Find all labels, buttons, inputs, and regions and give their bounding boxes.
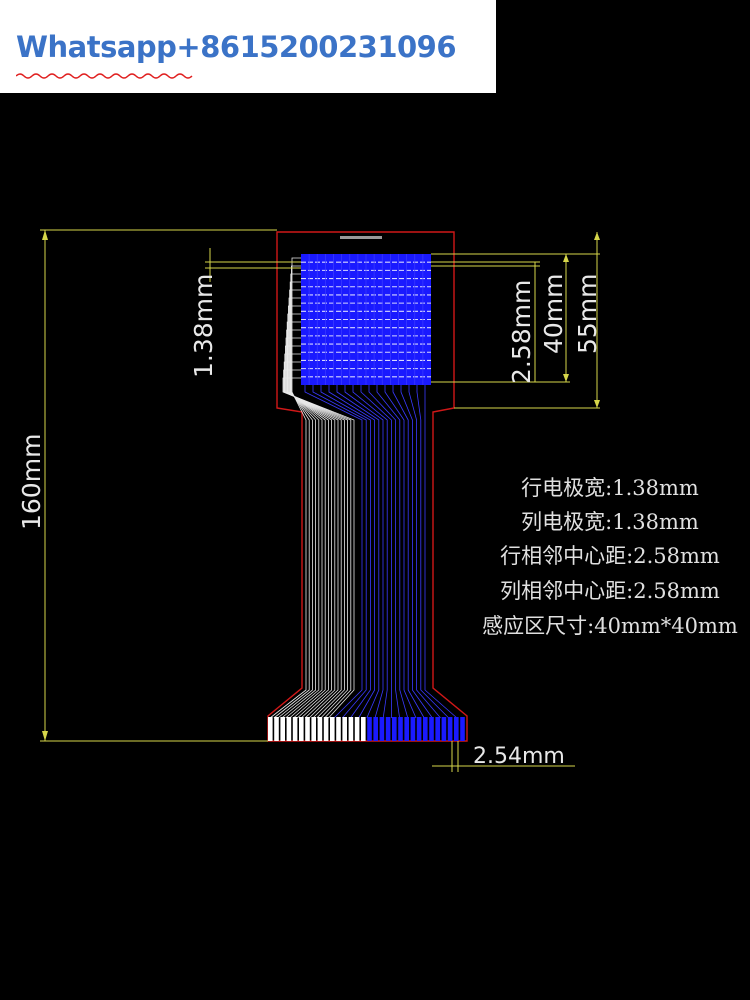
row-trace [283,369,352,719]
connector-pin [435,717,440,741]
row-trace [283,361,348,719]
connector-pin [392,717,397,741]
spec-column-width: 列电极宽:1.38mm [521,510,699,534]
dimension-lines [40,229,600,772]
column-trace [320,385,371,719]
column-trace [400,385,433,719]
spellcheck-underline [16,73,193,79]
row-trace [287,313,329,719]
connector-pin [330,717,335,741]
row-trace [282,377,355,719]
row-trace [284,353,345,719]
connector-pin [398,717,403,741]
connector-pin [354,717,360,741]
connector-pin [373,717,378,741]
column-trace [384,385,417,719]
row-trace [281,281,316,719]
connector-pin [385,717,391,741]
connector-pin [361,717,366,741]
connector-pin [317,717,323,741]
column-trace [304,385,363,719]
column-trace [312,385,367,719]
column-trace [336,385,380,719]
column-trace [376,385,409,719]
trace-group [269,257,458,719]
connector-pin [447,717,453,741]
connector-pin [299,717,304,741]
row-trace [286,329,336,719]
spec-column-pitch: 列相邻中心距:2.58mm [500,579,720,603]
row-trace [286,321,332,719]
electrode-grid-lines [301,254,431,385]
column-trace [416,385,450,719]
label-sensor-size: 40mm [539,273,568,354]
column-trace [328,385,375,719]
row-trace [288,305,326,719]
connector-pin [280,717,285,741]
label-row-width: 1.38mm [189,274,218,378]
row-trace [288,297,323,719]
connector-pin [454,717,459,741]
row-trace [273,265,310,719]
connector-pin [286,717,292,741]
dimension-labels: 160mm 1.38mm 2.58mm 40mm 55mm 2.54mm [17,273,602,769]
connector-pin [379,717,385,741]
row-trace [277,273,313,719]
connector-pin [423,717,428,741]
connector-pin [292,717,298,741]
row-trace [285,289,320,719]
column-trace [424,385,458,719]
connector-pin [311,717,316,741]
board-label-mark [340,236,382,239]
connector-pin [460,717,465,741]
connector-pin [336,717,341,741]
column-trace [352,385,388,719]
row-trace [269,257,307,719]
row-trace [285,345,342,719]
column-trace [392,385,425,719]
connector-pin [323,717,329,741]
column-trace [360,385,392,718]
contact-text: Whatsapp+8615200231096 [16,30,457,64]
connector-pin [274,717,279,741]
connector-pin [342,717,347,741]
connector-pins [268,717,465,741]
connector-pin [416,717,422,741]
connector-pin [404,717,409,741]
connector-pin [268,717,273,741]
label-total-height: 160mm [17,434,46,530]
label-board-height: 55mm [573,273,602,354]
connector-pin [305,717,310,741]
connector-pin [367,717,372,741]
contact-banner: Whatsapp+8615200231096 [0,0,496,93]
connector-pin [410,717,416,741]
label-pin-pitch: 2.54mm [473,744,565,769]
spec-row-width: 行电极宽:1.38mm [521,476,699,500]
connector-pin [441,717,447,741]
label-pitch: 2.58mm [507,280,536,384]
spec-sensor-area: 感应区尺寸:40mm*40mm [482,614,738,638]
column-trace [408,385,441,719]
column-trace [344,385,384,719]
column-trace [368,385,400,719]
row-trace [285,337,339,719]
connector-pin [429,717,434,741]
connector-pin [348,717,354,741]
spec-row-pitch: 行相邻中心距:2.58mm [500,544,720,568]
